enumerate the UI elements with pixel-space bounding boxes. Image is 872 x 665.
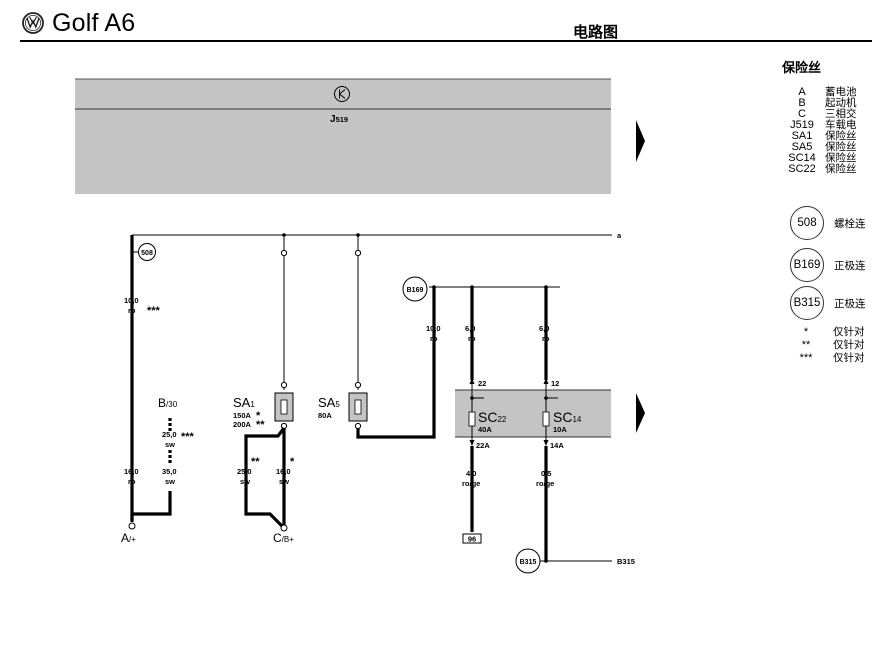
- svg-text:508: 508: [141, 250, 153, 257]
- document-title: 电路图: [573, 23, 619, 41]
- relay-module-j519: J519: [75, 78, 611, 194]
- battery-branch: 508 10,0 ro *** 16,0 ro A/+: [121, 235, 172, 545]
- vw-logo-icon: [22, 12, 44, 34]
- connector-508: 508: [132, 243, 156, 261]
- legend-note: ***仅针对: [799, 352, 865, 364]
- legend-note: **仅针对: [801, 339, 865, 351]
- wire-w11-size: 0,5: [541, 469, 551, 478]
- sc22-output-wire: 4,0 ro/ge 96: [462, 446, 482, 544]
- wire-w7-color: ro: [430, 334, 438, 343]
- wire-w2-color: ro: [128, 477, 136, 486]
- legend-note: *仅针对: [803, 326, 865, 338]
- b315-line-label: B315: [617, 557, 635, 566]
- component-c-label: C/B+: [273, 531, 294, 545]
- wire-w4-color: sw: [165, 477, 175, 486]
- fuse-sa5-label: SA5: [318, 395, 340, 410]
- wire-w5-mark: **: [251, 456, 260, 468]
- wire-w9-color: ro: [542, 334, 550, 343]
- fuse-sc22-rating: 40A: [478, 425, 492, 434]
- continuation-arrow-top-icon: [636, 120, 645, 162]
- fuse-sc14-pin-in: 12: [551, 379, 559, 388]
- fuse-sc14-label: SC14: [553, 409, 582, 425]
- model-title: Golf A6: [52, 9, 136, 37]
- page-header: Golf A6 电路图: [0, 0, 872, 42]
- wire-w7-size: 10,0: [426, 324, 441, 333]
- fuse-sc14-rating: 10A: [553, 425, 567, 434]
- wire-w8-color: ro: [468, 334, 476, 343]
- fuse-sc22-pin-out: 22A: [476, 441, 490, 450]
- wire-w11-color: ro/ge: [536, 479, 554, 488]
- fuse-sc14-pin-out: 14A: [550, 441, 564, 450]
- sc14-output-wire: 0,5 ro/ge B315 B315: [515, 446, 635, 574]
- wire-w3-color: sw: [165, 440, 175, 449]
- component-a-label: A/+: [121, 531, 136, 545]
- starter-branch: B/30 25,0 sw *** 35,0 sw: [158, 396, 195, 486]
- fuse-sc14: 12 SC14 10A 14A: [542, 378, 582, 450]
- fuse-sa1-rating2: 200A: [233, 420, 252, 429]
- wire-w9-size: 6,0: [539, 324, 549, 333]
- fuse-sa1-rating1: 150A: [233, 411, 252, 420]
- connector-b169-bus: B169 10,0 ro 6,0 ro 6,0 ro: [402, 276, 560, 380]
- wire-w5-color: sw: [240, 477, 250, 486]
- wire-w8-size: 6,0: [465, 324, 475, 333]
- continuation-arrow-bottom-icon: [636, 393, 645, 433]
- fuse-sa5-branch: SA5 80A: [318, 235, 436, 439]
- wire-w4-size: 35,0: [162, 467, 177, 476]
- reference-96-box: [462, 533, 482, 544]
- fuse-sa1-branch: SA1 150A * 200A ** ** * 25,0 sw 16,0 sw …: [233, 235, 295, 545]
- fuse-sc22-icon: [468, 411, 476, 427]
- connector-b169-label: B169: [407, 287, 424, 294]
- wire-w3-size: 25,0: [162, 430, 177, 439]
- fuse-sa5-rating: 80A: [318, 411, 332, 420]
- header-divider: [20, 40, 872, 42]
- component-b-label: B/30: [158, 396, 178, 410]
- top-bus-line: a: [132, 231, 622, 240]
- wire-w1-size: 10,0: [124, 296, 139, 305]
- fuse-sc14-icon: [542, 411, 550, 427]
- top-bus-end-label: a: [617, 231, 622, 240]
- fuse-sa1-label: SA1: [233, 395, 255, 410]
- wire-w6-mark: *: [290, 456, 295, 468]
- fuse-sc22-label: SC22: [478, 409, 507, 425]
- wire-w10-color: ro/ge: [462, 479, 480, 488]
- fuse-sa1-mark2: **: [256, 419, 265, 431]
- wire-w10-size: 4,0: [466, 469, 476, 478]
- transistor-symbol-icon: [334, 86, 350, 102]
- wire-w5-size: 25,0: [237, 467, 252, 476]
- wire-w2-size: 16,0: [124, 467, 139, 476]
- connector-b315-label: B315: [520, 559, 537, 566]
- fuse-sa1-mark1: *: [256, 410, 261, 422]
- fuse-holder-module: 22 SC22 40A 22A 12 SC14 10A 14A: [455, 378, 611, 450]
- wire-w6-size: 16,0: [276, 467, 291, 476]
- wire-w1-mark: ***: [147, 305, 161, 317]
- fuse-sc22: 22 SC22 40A 22A: [468, 378, 507, 450]
- wire-w1-color: ro: [128, 306, 136, 315]
- wire-w3-mark: ***: [181, 431, 195, 443]
- relay-module-label: J519: [330, 114, 348, 125]
- legend-title: 保险丝: [782, 61, 822, 76]
- wire-w6-color: sw: [279, 477, 289, 486]
- fuse-sc22-pin-in: 22: [478, 379, 486, 388]
- reference-96-label: 96: [468, 535, 476, 544]
